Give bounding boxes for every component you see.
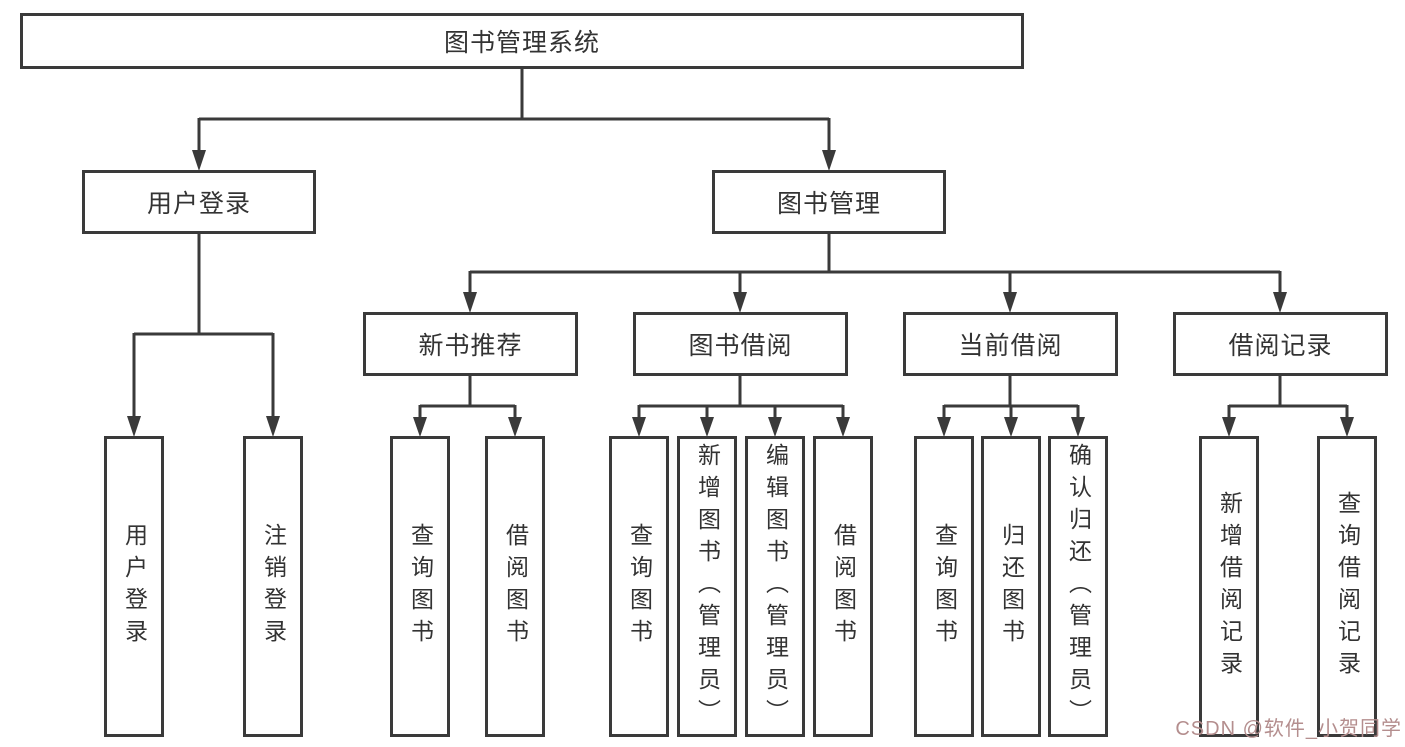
leaf-label: 新增图书（管理员） (694, 442, 721, 731)
leaf-edit-book-admin: 编辑图书（管理员） (745, 436, 805, 737)
leaf-label: 注销登录 (260, 522, 287, 651)
leaf-label: 确认归还（管理员） (1065, 442, 1092, 731)
leaf-return-book: 归还图书 (981, 436, 1041, 737)
node-label: 图书管理系统 (443, 29, 600, 57)
node-user-login: 用户登录 (82, 170, 316, 234)
leaf-label: 查询借阅记录 (1334, 490, 1361, 683)
node-root-library-system: 图书管理系统 (20, 13, 1024, 69)
leaf-logout: 注销登录 (243, 436, 303, 737)
arrowheads (127, 150, 1354, 437)
leaf-label: 查询图书 (626, 522, 653, 651)
leaf-label: 归还图书 (998, 522, 1025, 651)
leaf-borrow-book-recommend: 借阅图书 (485, 436, 545, 737)
leaf-label: 用户登录 (121, 522, 148, 651)
node-borrow-record: 借阅记录 (1173, 312, 1388, 376)
leaf-user-login: 用户登录 (104, 436, 164, 737)
node-book-management: 图书管理 (712, 170, 946, 234)
node-current-borrow: 当前借阅 (903, 312, 1118, 376)
node-book-borrow: 图书借阅 (633, 312, 848, 376)
leaf-borrow-book: 借阅图书 (813, 436, 873, 737)
node-label: 图书借阅 (688, 332, 793, 360)
leaf-label: 查询图书 (931, 522, 958, 651)
node-label: 借阅记录 (1228, 332, 1333, 360)
csdn-watermark: CSDN @软件_小贺同学 (1175, 718, 1402, 740)
node-new-book-recommend: 新书推荐 (363, 312, 578, 376)
node-label: 当前借阅 (958, 332, 1063, 360)
leaf-query-book-current: 查询图书 (914, 436, 974, 737)
leaf-query-book-borrow: 查询图书 (609, 436, 669, 737)
leaf-label: 借阅图书 (502, 522, 529, 651)
leaf-label: 查询图书 (407, 522, 434, 651)
leaf-confirm-return-admin: 确认归还（管理员） (1048, 436, 1108, 737)
node-label: 用户登录 (146, 190, 251, 218)
leaf-query-book-recommend: 查询图书 (390, 436, 450, 737)
leaf-label: 新增借阅记录 (1216, 490, 1243, 683)
leaf-label: 借阅图书 (830, 522, 857, 651)
leaf-query-borrow-record: 查询借阅记录 (1317, 436, 1377, 737)
node-label: 新书推荐 (418, 332, 523, 360)
node-label: 图书管理 (776, 190, 881, 218)
leaf-add-borrow-record: 新增借阅记录 (1199, 436, 1259, 737)
leaf-label: 编辑图书（管理员） (762, 442, 789, 731)
leaf-add-book-admin: 新增图书（管理员） (677, 436, 737, 737)
